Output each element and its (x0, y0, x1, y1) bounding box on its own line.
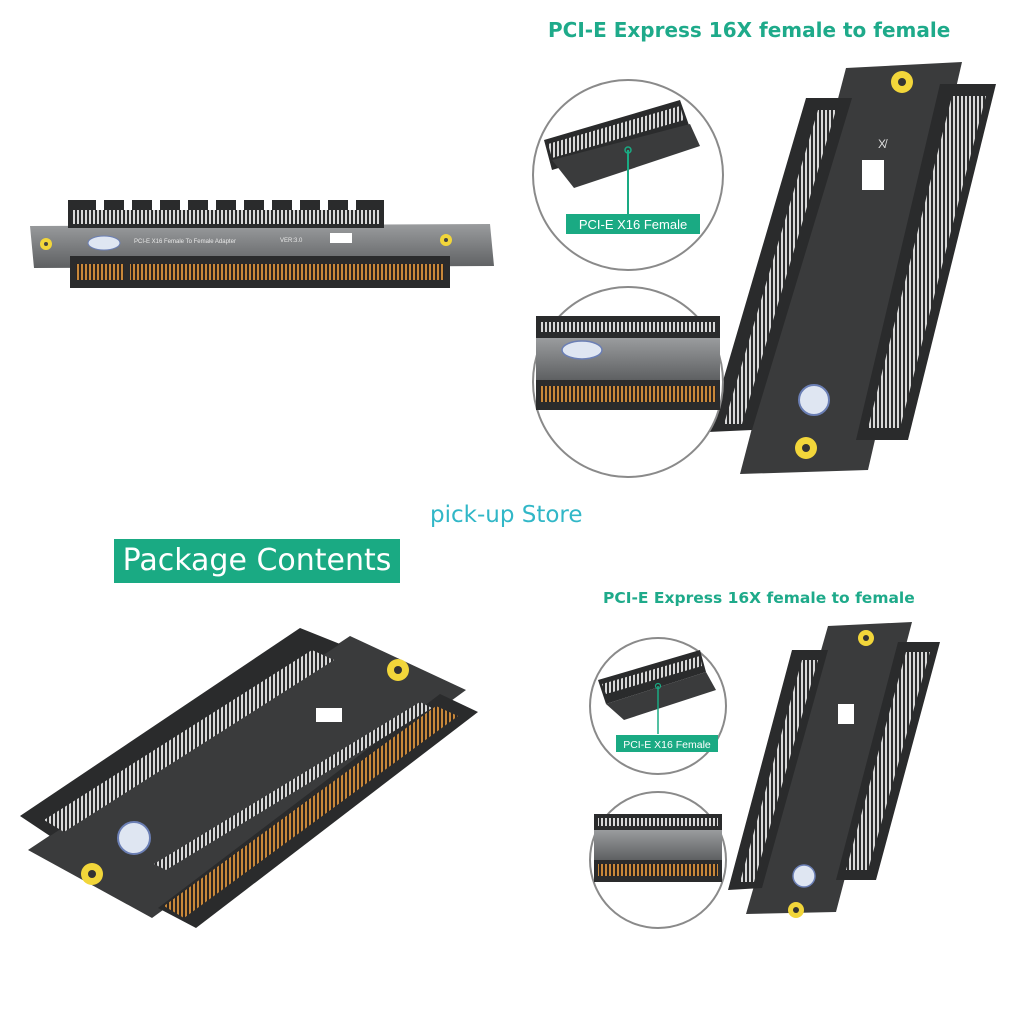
qc-sticker (117, 821, 151, 855)
pcb-board (740, 62, 962, 474)
qc-sticker (798, 384, 830, 416)
rohs-sticker (838, 704, 854, 724)
adapter-label: PCI-E X16 Female To Female Adapter (134, 239, 236, 245)
svg-text:X̸: X̸ (878, 137, 888, 151)
callout-label-box (616, 735, 718, 752)
pcie-slot-left (20, 628, 340, 836)
photo-isometric-bottom-right: PCI-E X16 Female (589, 622, 940, 929)
version-label: VER:3.0 (280, 238, 303, 244)
store-watermark: pick-up Store (430, 502, 583, 528)
heading-bottom: PCI-E Express 16X female to female (603, 589, 915, 607)
package-contents-banner: Package Contents (114, 539, 400, 583)
callout-label: PCI-E X16 Female (579, 217, 687, 232)
qc-sticker (87, 235, 121, 251)
rohs-sticker (330, 233, 352, 243)
qc-sticker (792, 864, 816, 888)
gold-pins (76, 264, 444, 280)
callout-label: PCI-E X16 Female (623, 739, 711, 751)
photo-side-view: PCI-E X16 Female To Female Adapter VER:3… (30, 200, 494, 288)
pcb-board (746, 622, 912, 914)
rohs-sticker (862, 160, 884, 190)
photo-isometric-bottom-left (20, 628, 478, 928)
callout-label-box (566, 214, 700, 234)
photo-isometric-top: X̸ PCI-E X16 Female (532, 62, 996, 478)
slot-fins (68, 200, 384, 228)
heading-top: PCI-E Express 16X female to female (548, 18, 951, 42)
rohs-sticker (316, 708, 342, 722)
